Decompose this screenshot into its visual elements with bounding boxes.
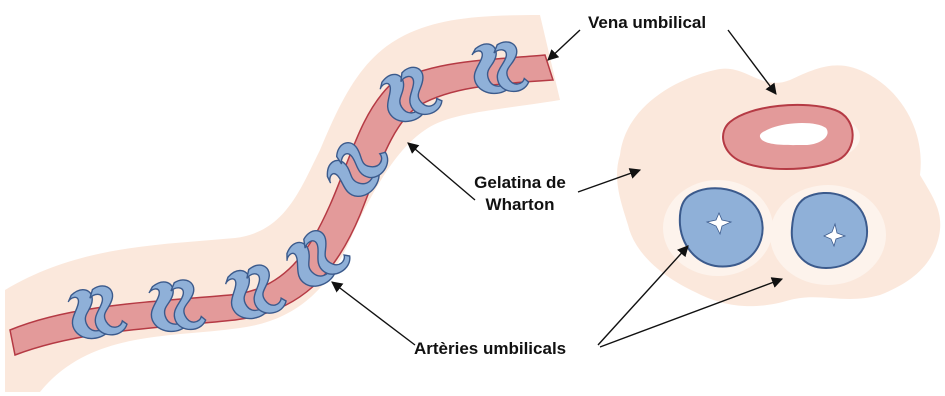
arrow-arteries-to-left-artery [598, 246, 688, 345]
arrow-gelatina-to-cord [408, 143, 475, 200]
arrow-vena-to-cord [548, 30, 580, 60]
label-vena-umbilical: Vena umbilical [588, 13, 706, 32]
cross-section-right-artery [792, 193, 867, 268]
cord-longitudinal [5, 15, 560, 392]
label-arteries-umbilicals: Artèries umbilicals [414, 339, 566, 358]
arrow-arteries-to-cord [332, 282, 415, 345]
label-gelatina-line1: Gelatina de [474, 173, 566, 192]
label-gelatina-line2: Wharton [486, 195, 555, 214]
